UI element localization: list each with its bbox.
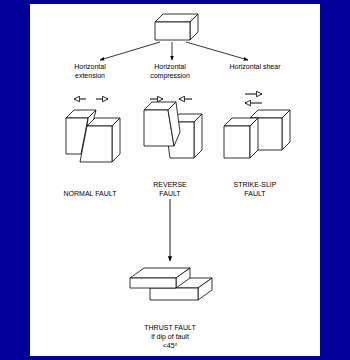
connector-arrow (170, 199, 171, 261)
fault-label: NORMAL FAULT (63, 190, 117, 199)
stress-arrows (100, 42, 248, 60)
stress-heading: Horizontal extension (63, 63, 117, 80)
slide-panel (30, 4, 320, 356)
extension-arrows (74, 99, 108, 100)
fault-group: Horizontal extensionNORMAL FAULT (63, 63, 117, 198)
fault-label: THRUST FAULT (143, 324, 197, 333)
stress-heading: Horizontal compression (143, 63, 197, 80)
fault-group: Horizontal shearSTRIKE-SLIP FAULT (228, 63, 282, 198)
fault-label: STRIKE-SLIP FAULT (228, 181, 282, 198)
strike-slip-block (224, 110, 290, 158)
normal-fault-block (66, 110, 120, 162)
fault-label: REVERSE FAULT (143, 181, 197, 198)
fault-label: if dip of fault <45º (143, 333, 197, 350)
stress-heading: Horizontal shear (228, 63, 282, 72)
shear-arrows (245, 94, 262, 103)
reverse-fault-block (144, 102, 202, 158)
compression-arrows (150, 99, 192, 100)
block-cube (155, 14, 198, 40)
fault-group: Horizontal compressionREVERSE FAULT (143, 63, 197, 198)
fault-group: THRUST FAULTif dip of fault <45º (143, 262, 197, 350)
thrust-fault-block (130, 268, 212, 300)
